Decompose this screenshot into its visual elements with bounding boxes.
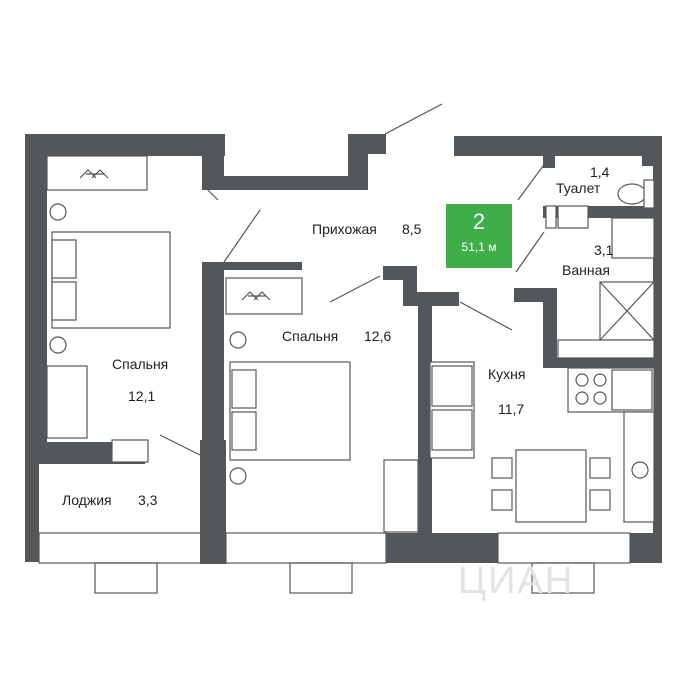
kitchen-area: 11,7 [498,401,525,417]
toilet-label: Туалет [556,180,601,196]
bathroom-label: Ванная [562,262,610,278]
walls [25,134,662,564]
toilet-area: 1,4 [590,164,610,180]
bedroom1-area: 12,1 [128,388,156,404]
bedroom2-area: 12,6 [364,328,392,344]
hall-area: 8,5 [402,221,422,237]
hall-label: Прихожая [312,221,377,237]
bathroom-area: 3,1 [594,242,614,258]
bedroom2-label: Спальня [282,328,339,344]
room-count: 2 [472,209,486,234]
apartment-badge: 2 51,1 м [446,204,512,268]
kitchen-label: Кухня [488,366,526,382]
loggia-label: Лоджия [62,492,112,508]
total-area: 51,1 м [461,240,497,254]
loggia-area: 3,3 [138,492,158,508]
bedroom1-label: Спальня [112,356,169,372]
watermark: ЦИАН [458,560,575,602]
